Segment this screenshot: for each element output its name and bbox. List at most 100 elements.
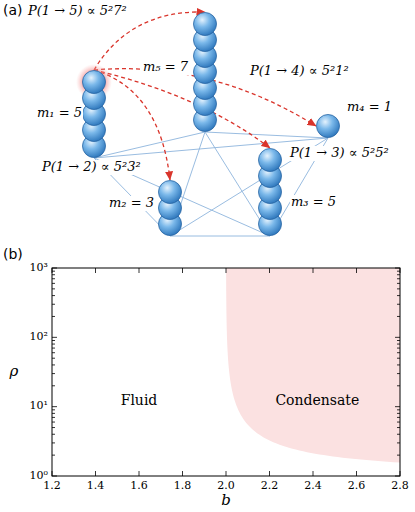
region-label: Condensate — [275, 392, 359, 408]
y-minor-tick — [52, 422, 55, 423]
tick-label: 2.4 — [304, 480, 322, 493]
y-minor-tick — [52, 417, 55, 418]
y-minor-tick — [52, 352, 55, 353]
y-minor-tick — [52, 278, 55, 279]
y-minor-tick — [52, 427, 55, 428]
y-minor-tick — [397, 434, 400, 435]
x-tick — [95, 471, 96, 476]
graph-link — [205, 132, 328, 138]
tick-label: 2.6 — [348, 480, 366, 493]
y-minor-tick — [52, 304, 55, 305]
y-minor-tick — [397, 427, 400, 428]
y-minor-tick — [52, 295, 55, 296]
y-minor-tick — [52, 340, 55, 341]
tick-label: 1.8 — [174, 480, 192, 493]
probability-label: P(1 → 3) ∝ 5²5² — [288, 146, 391, 161]
balls — [150, 172, 190, 244]
ball-stack: m₃ = 5 — [258, 148, 282, 236]
y-minor-tick — [52, 274, 55, 275]
mass-label: m₄ = 1 — [346, 100, 393, 115]
y-minor-tick — [397, 364, 400, 365]
particle-ball — [259, 149, 282, 172]
ball-stack: m₁ = 5 — [82, 70, 106, 158]
tick-label: 1.6 — [130, 480, 148, 493]
y-minor-tick — [397, 422, 400, 423]
panel-letter: (a) — [3, 2, 23, 18]
mass-label: m₃ = 5 — [290, 195, 337, 210]
y-minor-tick — [397, 409, 400, 410]
y-minor-tick — [397, 455, 400, 456]
hop-arrow — [94, 70, 270, 148]
y-minor-tick — [52, 348, 55, 349]
y-minor-tick — [397, 417, 400, 418]
x-tick — [182, 471, 183, 476]
particle-ball — [317, 115, 340, 138]
graph-link — [94, 132, 205, 158]
ball-stack: m₅ = 7 — [193, 12, 217, 132]
panel-letter: (b) — [3, 246, 23, 262]
probability-label: P(1 → 4) ∝ 5²1² — [248, 64, 351, 79]
y-minor-tick — [52, 413, 55, 414]
y-minor-tick — [397, 283, 400, 284]
y-minor-tick — [397, 348, 400, 349]
y-minor-tick — [52, 271, 55, 272]
axis-title: b — [221, 492, 231, 509]
y-minor-tick — [397, 442, 400, 443]
y-tick — [395, 268, 400, 269]
x-tick — [313, 471, 314, 476]
x-tick — [226, 268, 227, 273]
y-minor-tick — [52, 344, 55, 345]
x-tick — [52, 268, 53, 273]
mass-label: m₁ = 5 — [36, 106, 83, 121]
condensate-region — [226, 268, 400, 463]
y-minor-tick — [397, 316, 400, 317]
ball-stack: m₄ = 1 — [316, 114, 340, 138]
probability-label: P(1 → 2) ∝ 5²3² — [40, 160, 143, 175]
tick-label: 1.4 — [87, 480, 105, 493]
tick-label: 10¹ — [30, 400, 48, 413]
x-tick — [400, 471, 401, 476]
y-minor-tick — [52, 455, 55, 456]
y-minor-tick — [52, 288, 55, 289]
y-minor-tick — [52, 283, 55, 284]
x-tick — [269, 268, 270, 273]
y-tick — [395, 337, 400, 338]
x-tick — [182, 268, 183, 273]
y-tick — [52, 268, 57, 269]
x-tick — [226, 471, 227, 476]
particle-ball — [194, 13, 217, 36]
y-minor-tick — [52, 442, 55, 443]
graph-link — [170, 236, 270, 237]
y-minor-tick — [52, 409, 55, 410]
balls — [250, 140, 290, 244]
particle-ball — [83, 71, 106, 94]
y-tick — [52, 406, 57, 407]
x-tick — [52, 471, 53, 476]
y-minor-tick — [397, 352, 400, 353]
y-minor-tick — [397, 358, 400, 359]
y-minor-tick — [397, 373, 400, 374]
y-minor-tick — [397, 278, 400, 279]
mass-label: m₂ = 3 — [108, 196, 155, 211]
tick-label: 10² — [30, 331, 48, 344]
x-tick — [313, 268, 314, 273]
y-minor-tick — [397, 344, 400, 345]
tick-label: 10⁰ — [30, 470, 48, 483]
ball-stack: m₂ = 3 — [158, 180, 182, 236]
x-tick — [356, 268, 357, 273]
y-tick — [52, 476, 57, 477]
x-tick — [95, 268, 96, 273]
particle-ball — [159, 181, 182, 204]
x-tick — [400, 268, 401, 273]
y-minor-tick — [397, 274, 400, 275]
x-tick — [269, 471, 270, 476]
y-minor-tick — [397, 340, 400, 341]
tick-label: 2.8 — [391, 480, 409, 493]
y-tick — [395, 476, 400, 477]
y-minor-tick — [52, 316, 55, 317]
region-label: Fluid — [121, 392, 158, 408]
y-minor-tick — [52, 434, 55, 435]
mass-label: m₅ = 7 — [142, 60, 189, 75]
tick-label: 2.0 — [217, 480, 235, 493]
